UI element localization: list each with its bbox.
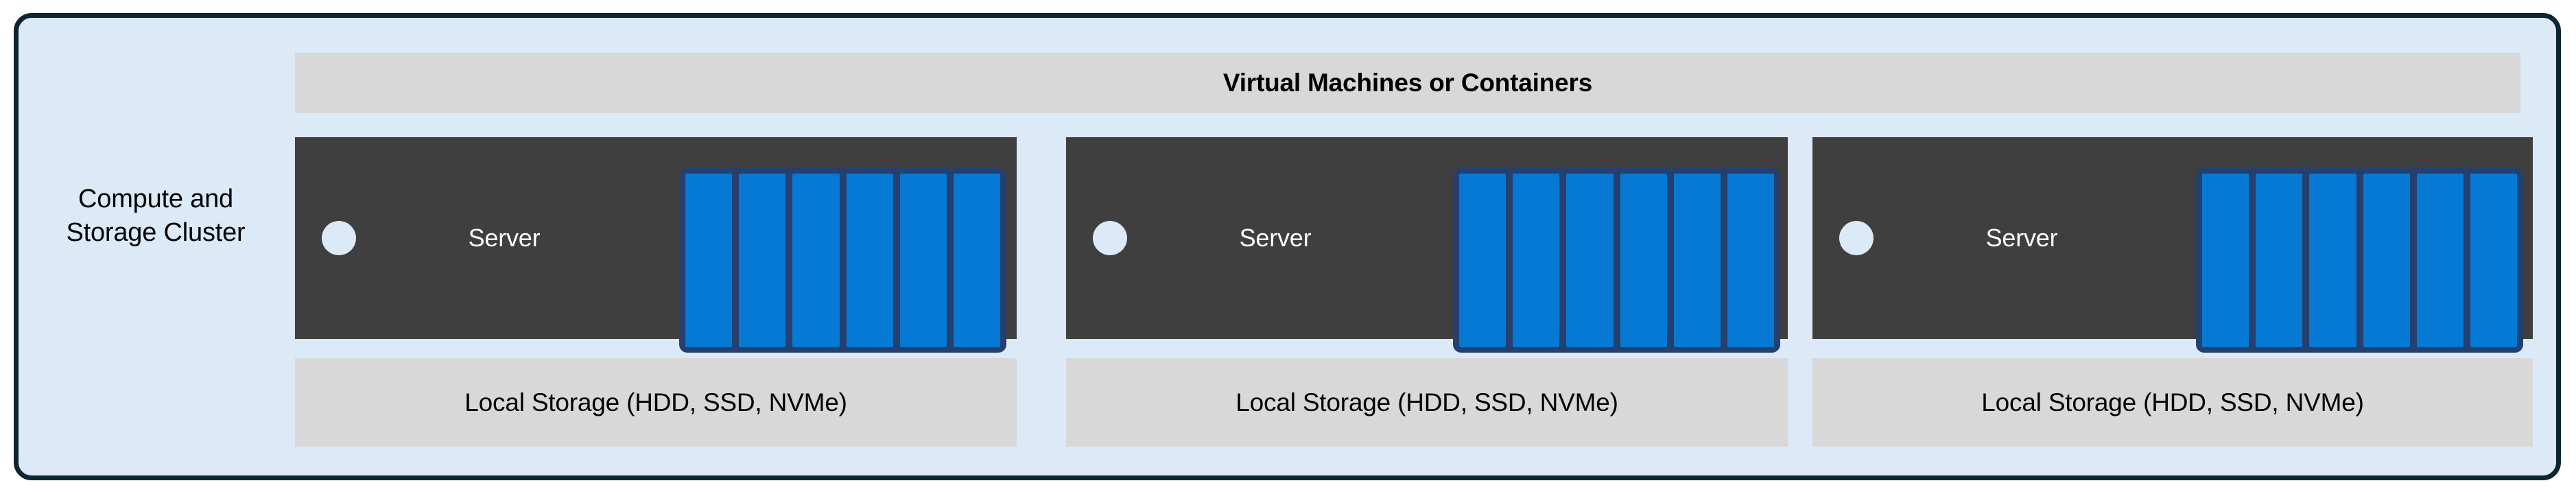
status-led-icon [1839, 221, 1874, 255]
disk-bay [1459, 174, 1506, 347]
virtual-machines-band: Virtual Machines or Containers [295, 53, 2520, 113]
local-storage-strip: Local Storage (HDD, SSD, NVMe) [295, 358, 1017, 447]
status-led-icon [322, 221, 356, 255]
disk-bay [2202, 174, 2249, 347]
cluster-node: Server Local Storage (HDD, SSD, NVMe) [295, 124, 1017, 447]
local-storage-label: Local Storage (HDD, SSD, NVMe) [1236, 388, 1618, 416]
disk-bay [1513, 174, 1560, 347]
local-storage-label: Local Storage (HDD, SSD, NVMe) [1981, 388, 2364, 416]
disk-bay [685, 174, 733, 347]
local-storage-strip: Local Storage (HDD, SSD, NVMe) [1812, 358, 2533, 447]
disk-bay [2256, 174, 2303, 347]
disk-bay [2309, 174, 2356, 347]
disk-bay-group [1453, 168, 1780, 353]
status-led-icon [1093, 221, 1127, 255]
server-label: Server [468, 224, 541, 252]
cluster-side-label: Compute and Storage Cluster [66, 185, 246, 247]
server-panel: Server [295, 137, 1017, 353]
cluster-node: Server Local Storage (HDD, SSD, NVMe) [1066, 124, 1788, 447]
disk-bay [2416, 174, 2463, 347]
disk-bay [953, 174, 1001, 347]
disk-bay [1673, 174, 1721, 347]
cluster-nodes-row: Server Local Storage (HDD, SSD, NVMe) Se… [295, 124, 2534, 447]
disk-bay [2363, 174, 2410, 347]
disk-bay-group [679, 168, 1006, 353]
disk-bay-group [2196, 168, 2523, 353]
cluster-node: Server Local Storage (HDD, SSD, NVMe) [1812, 124, 2534, 447]
disk-bay [846, 174, 893, 347]
server-label: Server [1985, 224, 2058, 252]
virtual-machines-band-label: Virtual Machines or Containers [1222, 69, 1593, 97]
local-storage-label: Local Storage (HDD, SSD, NVMe) [464, 388, 847, 416]
server-panel: Server [1812, 137, 2533, 353]
server-panel: Server [1066, 137, 1788, 353]
disk-bay [2470, 174, 2518, 347]
disk-bay [1566, 174, 1614, 347]
local-storage-strip: Local Storage (HDD, SSD, NVMe) [1066, 358, 1788, 447]
disk-bay [899, 174, 947, 347]
disk-bay [739, 174, 786, 347]
disk-bay [1727, 174, 1775, 347]
compute-storage-cluster-frame: Compute and Storage Cluster Virtual Mach… [14, 13, 2561, 480]
disk-bay [792, 174, 840, 347]
disk-bay [1620, 174, 1667, 347]
server-label: Server [1239, 224, 1312, 252]
